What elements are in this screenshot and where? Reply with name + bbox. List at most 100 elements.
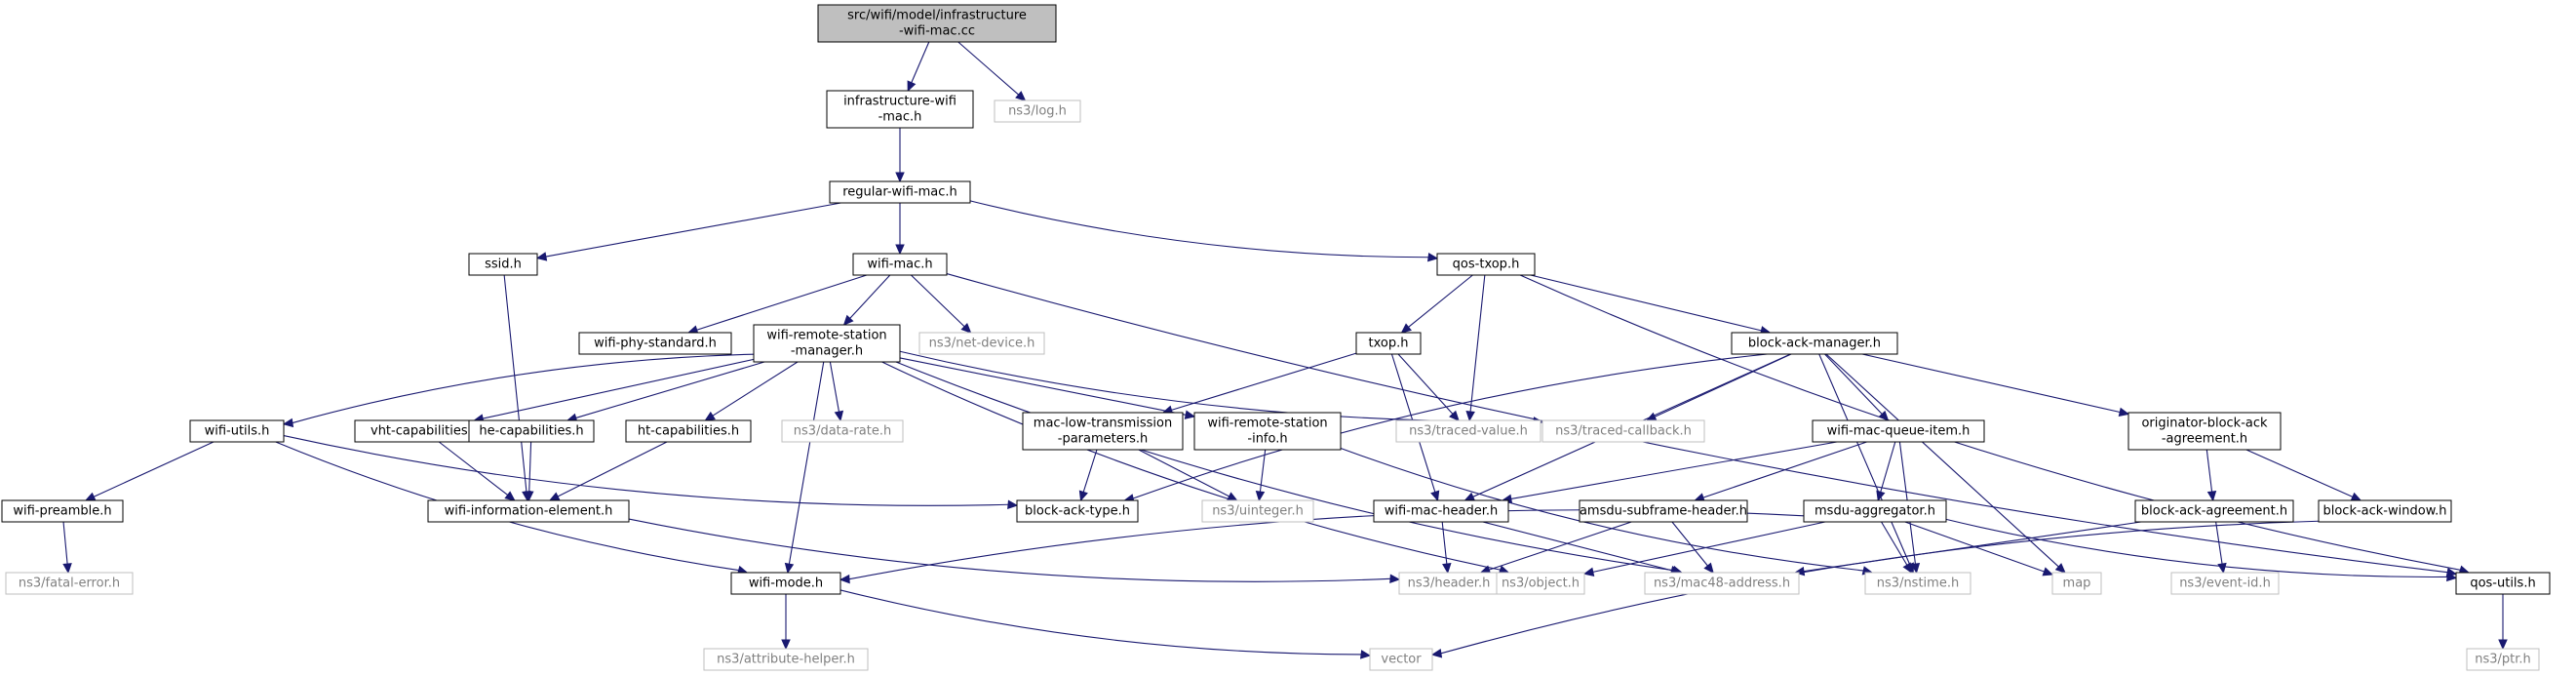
- edge-arrowhead: [504, 491, 516, 501]
- node-box: [1395, 419, 1542, 443]
- node-ht-cap[interactable]: ht-capabilities.h: [625, 419, 752, 443]
- node-msdu-agg[interactable]: msdu-aggregator.h: [1803, 499, 1947, 523]
- node-infra-mac[interactable]: infrastructure-wifi-mac.h: [826, 90, 974, 129]
- node-box: [468, 419, 595, 443]
- node-label: -mac.h: [878, 110, 922, 125]
- node-box: [1579, 499, 1748, 523]
- edge-oba-to-ba_agree: [2205, 449, 2217, 502]
- edge-vht_cap-to-info_elem: [438, 441, 516, 501]
- node-label: infrastructure-wifi: [843, 95, 956, 109]
- edge-he_cap-to-info_elem: [524, 441, 534, 502]
- edge-line: [1702, 441, 1867, 498]
- edge-ba_window-to-vector: [1430, 520, 2320, 658]
- edge-arrowhead: [1442, 563, 1452, 575]
- node-regular-mac[interactable]: regular-wifi-mac.h: [829, 180, 971, 204]
- node-label: ns3/net-device.h: [929, 337, 1035, 351]
- edge-line: [545, 202, 841, 258]
- node-vector: vector: [1369, 648, 1433, 671]
- node-ba-agree[interactable]: block-ack-agreement.h: [2134, 499, 2294, 523]
- node-wifi-utils[interactable]: wifi-utils.h: [189, 419, 285, 443]
- edge-ht_cap-to-info_elem: [548, 441, 668, 501]
- node-bam[interactable]: block-ack-manager.h: [1731, 332, 1898, 355]
- edge-line: [1818, 353, 1911, 565]
- node-box: [1496, 572, 1585, 595]
- node-phy-std[interactable]: wifi-phy-standard.h: [578, 332, 732, 355]
- node-mac-header[interactable]: wifi-mac-header.h: [1373, 499, 1509, 523]
- node-label: wifi-remote-station: [766, 329, 886, 343]
- edge-line: [557, 441, 668, 497]
- node-info-elem[interactable]: wifi-information-element.h: [427, 499, 630, 523]
- node-nstime: ns3/nstime.h: [1864, 572, 1971, 595]
- node-rsm[interactable]: wifi-remote-station-manager.h: [753, 324, 901, 363]
- node-box: [1355, 332, 1422, 355]
- edge-amsdu-to-mac48: [1671, 521, 1714, 574]
- node-wifi-mode[interactable]: wifi-mode.h: [730, 572, 841, 595]
- node-amsdu[interactable]: amsdu-subframe-header.h: [1579, 499, 1748, 523]
- edge-amsdu-to-header: [1479, 521, 1632, 575]
- node-traced-cb: ns3/traced-callback.h: [1542, 419, 1705, 443]
- edge-qos_utils-to-ptr: [2498, 594, 2508, 651]
- edge-rsm-to-he_cap: [566, 361, 765, 422]
- edge-regular_mac-to-ssid: [535, 202, 841, 261]
- node-ssid[interactable]: ssid.h: [468, 253, 538, 276]
- edge-wifi_utils-to-preamble: [84, 441, 215, 501]
- edge-line: [1945, 518, 2448, 578]
- node-box: [2170, 572, 2280, 595]
- node-qos-utils[interactable]: qos-utils.h: [2455, 572, 2551, 595]
- edge-arrowhead: [781, 639, 791, 651]
- edge-qos_txop-to-txop: [1400, 274, 1473, 334]
- edge-line: [2205, 449, 2213, 493]
- node-wifi-mac[interactable]: wifi-mac.h: [852, 253, 948, 276]
- node-mqi[interactable]: wifi-mac-queue-item.h: [1812, 419, 1985, 443]
- edge-arrowhead: [84, 492, 97, 501]
- edge-line: [1441, 521, 1448, 565]
- node-root[interactable]: src/wifi/model/infrastructure-wifi-mac.c…: [817, 4, 1057, 43]
- node-box: [730, 572, 841, 595]
- node-box: [817, 4, 1057, 43]
- edge-arrowhead: [1007, 499, 1019, 509]
- edge-wifi_utils-to-ba_type: [283, 435, 1019, 509]
- edge-line: [696, 274, 868, 331]
- edge-line: [839, 589, 1362, 656]
- node-ba-type[interactable]: block-ack-type.h: [1016, 499, 1139, 523]
- edge-line: [1824, 353, 1883, 415]
- node-box: [1542, 419, 1705, 443]
- edge-oba-to-ba_window: [2245, 449, 2362, 501]
- edge-line: [1519, 274, 2461, 571]
- edge-arrowhead: [834, 410, 844, 422]
- edge-mac_header-to-mac48: [1482, 521, 1682, 576]
- node-mltp[interactable]: mac-low-transmission-parameters.h: [1022, 412, 1184, 451]
- edge-line: [895, 361, 1674, 572]
- node-box: [427, 499, 630, 523]
- edge-line: [969, 200, 1429, 258]
- edge-line: [1397, 353, 1454, 415]
- node-rsi[interactable]: wifi-remote-station-info.h: [1193, 412, 1342, 451]
- edge-arrowhead: [535, 252, 548, 261]
- node-oba[interactable]: originator-block-ack-agreement.h: [2127, 412, 2282, 451]
- node-box: [994, 99, 1081, 123]
- node-net-device: ns3/net-device.h: [918, 332, 1045, 355]
- node-box: [2127, 412, 2282, 451]
- edge-root-to-infra_mac: [907, 41, 930, 93]
- edge-bam-to-map: [1825, 353, 2066, 574]
- node-label: ns3/object.h: [1502, 577, 1580, 591]
- edges-layer: [62, 41, 2508, 659]
- edge-line: [628, 518, 1391, 582]
- node-box: [1803, 499, 1947, 523]
- node-preamble[interactable]: wifi-preamble.h: [1, 499, 124, 523]
- node-ba-window[interactable]: block-ack-window.h: [2318, 499, 2452, 523]
- node-box: [826, 90, 974, 129]
- node-vht-cap[interactable]: vht-capabilities.h: [354, 419, 496, 443]
- node-qos-txop[interactable]: qos-txop.h: [1436, 253, 1536, 276]
- edge-line: [829, 361, 840, 413]
- node-box: [1373, 499, 1509, 523]
- node-txop[interactable]: txop.h: [1355, 332, 1422, 355]
- edge-arrowhead: [842, 314, 854, 326]
- edge-qos_txop-to-traced_value: [1465, 274, 1486, 422]
- edge-wifi_mode-to-vector: [839, 589, 1372, 659]
- edge-msdu_agg-to-nstime: [1881, 521, 1913, 575]
- node-he-cap[interactable]: he-capabilities.h: [468, 419, 595, 443]
- edge-info_elem-to-header: [628, 518, 1401, 584]
- node-label: msdu-aggregator.h: [1815, 504, 1935, 519]
- edge-arrowhead: [1703, 562, 1714, 574]
